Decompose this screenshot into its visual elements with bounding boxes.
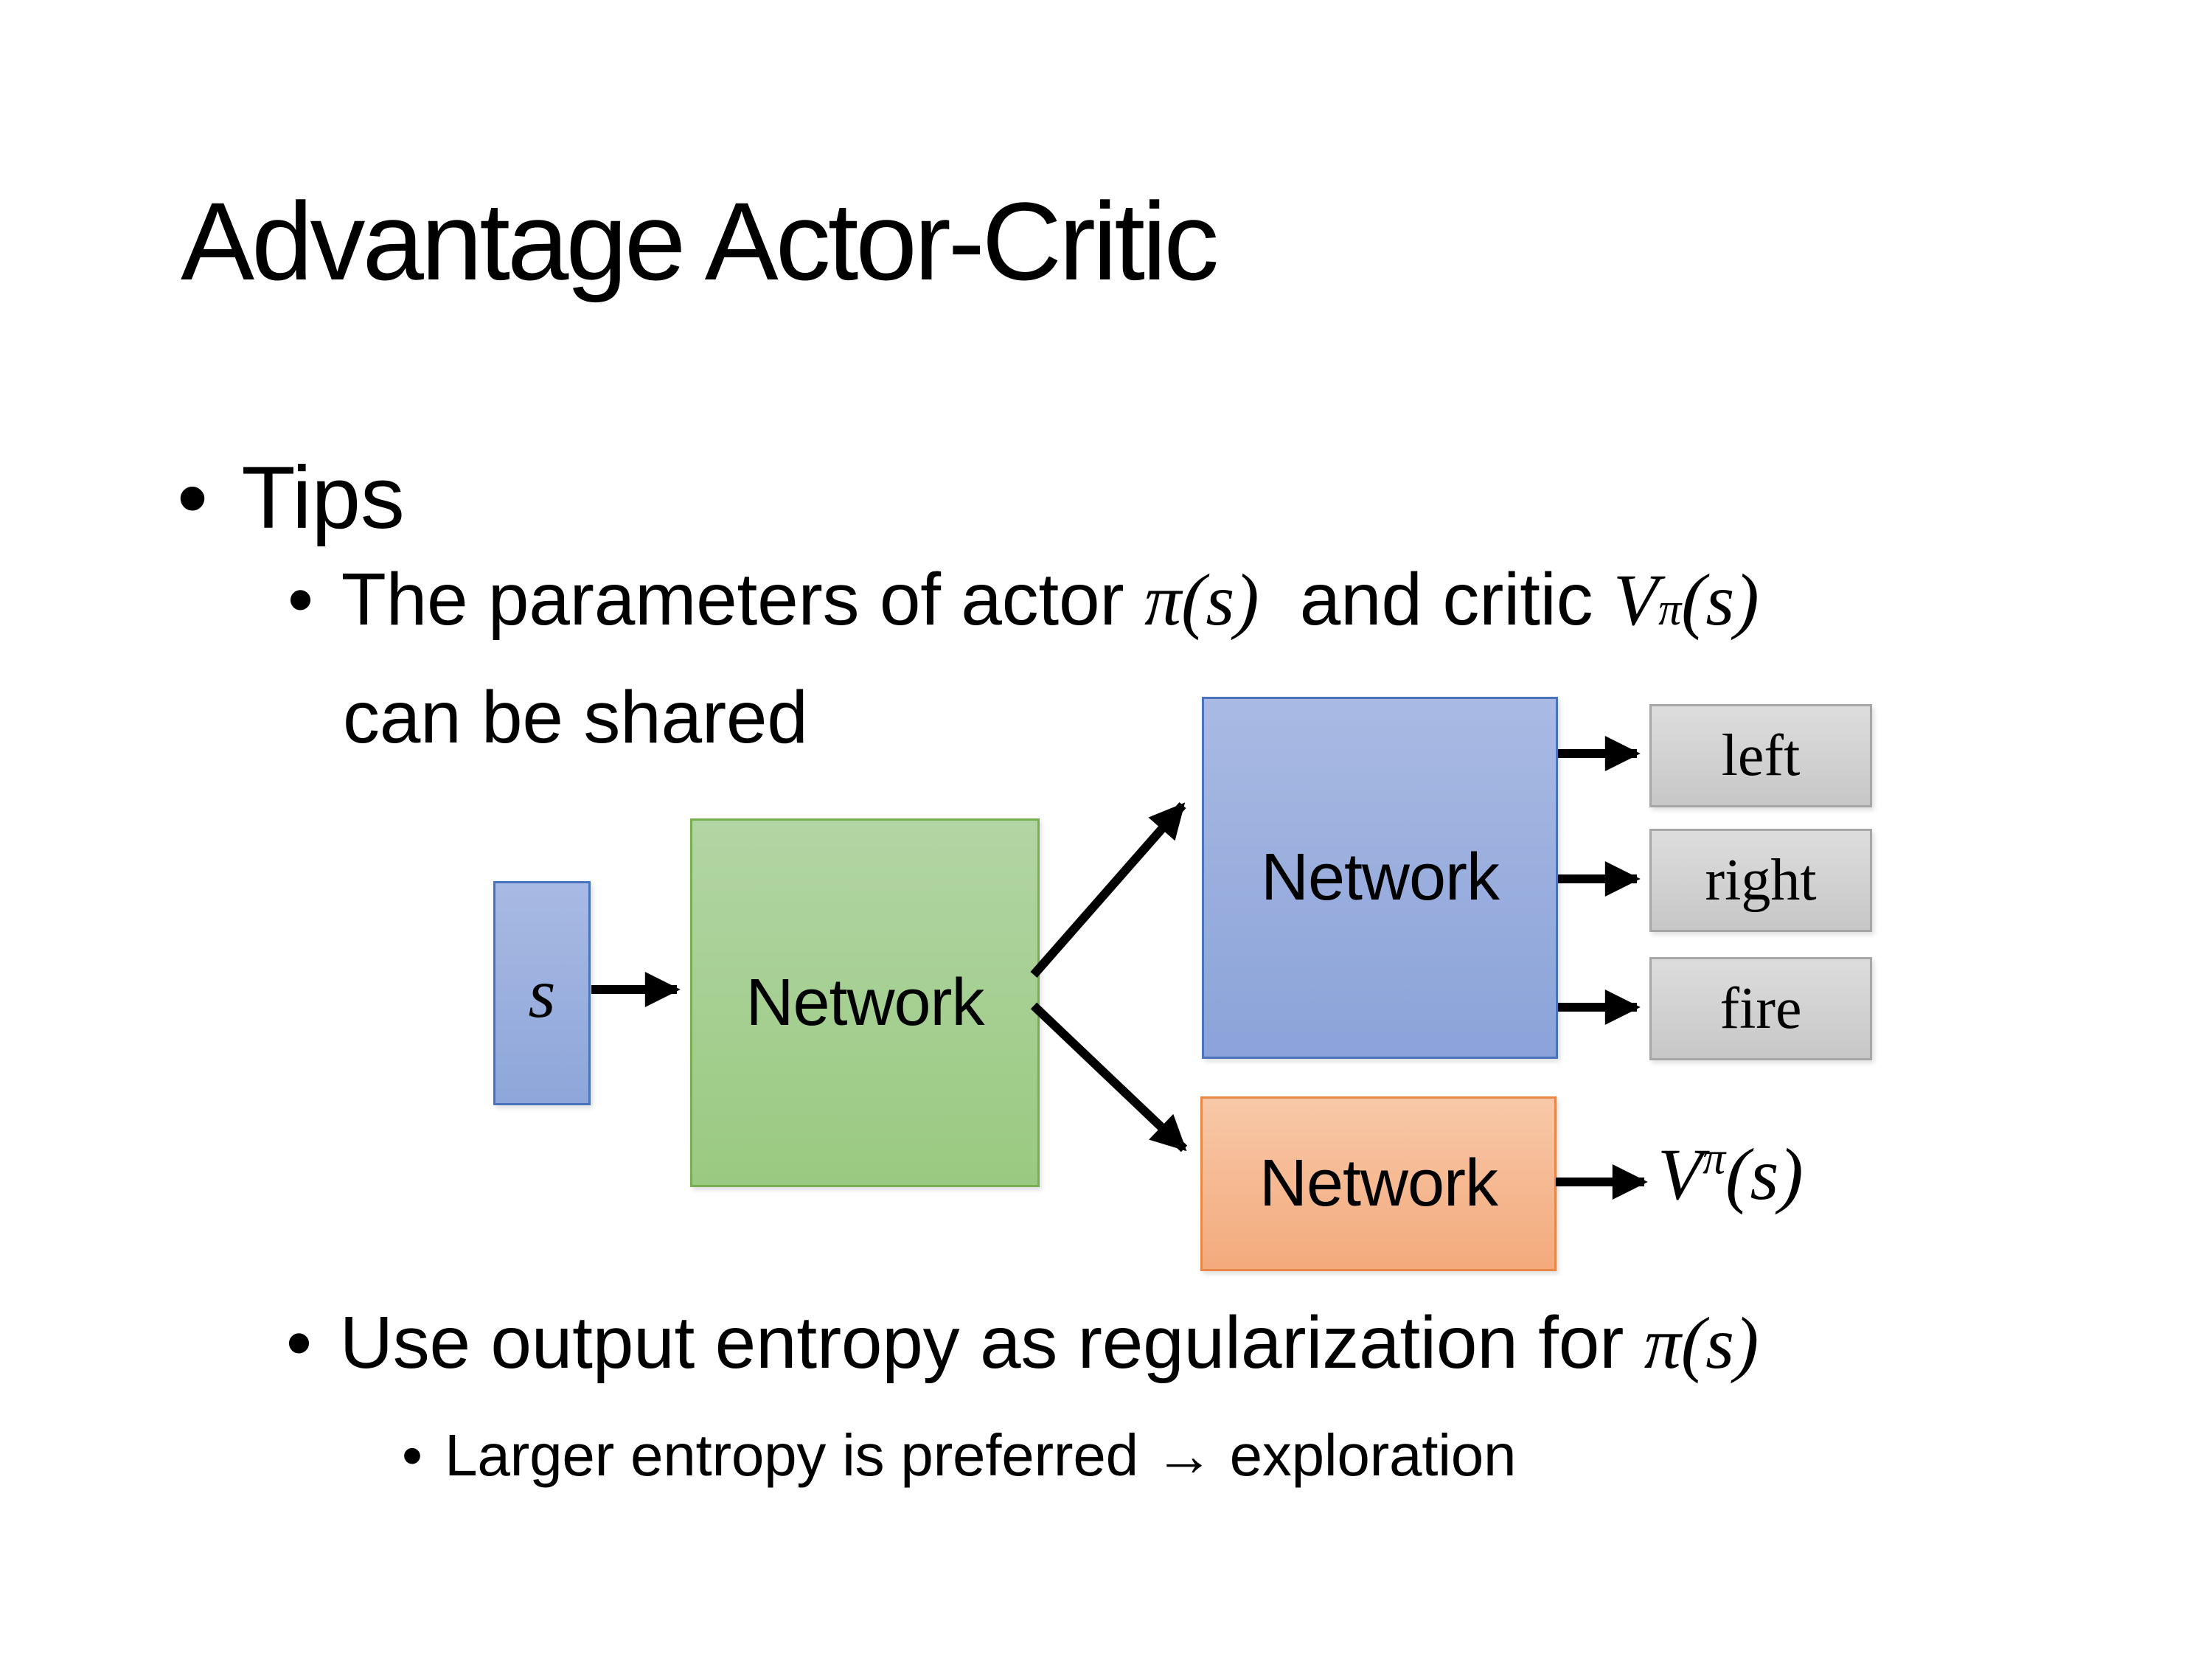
action-box-left: left bbox=[1649, 704, 1872, 807]
shared-tip-text-line2: can be shared bbox=[343, 676, 808, 759]
action-label-right: right bbox=[1705, 847, 1817, 913]
actor-policy-math: π(s) bbox=[1144, 559, 1259, 641]
action-label-left: left bbox=[1721, 723, 1801, 788]
action-box-fire: fire bbox=[1649, 957, 1872, 1060]
shared-tip-text-start: The parameters of actor bbox=[341, 558, 1144, 641]
value-output-label: Vπ(s) bbox=[1658, 1133, 1804, 1211]
actor-network-label: Network bbox=[1260, 841, 1500, 914]
bullet-marker: • bbox=[288, 558, 313, 641]
bullet-marker: • bbox=[286, 1301, 312, 1384]
page-title: Advantage Actor-Critic bbox=[181, 179, 1219, 303]
bullet-text-tips: Tips bbox=[241, 448, 405, 547]
bullet-marker: • bbox=[402, 1422, 422, 1488]
arrow-shared-to-actor-network bbox=[1030, 802, 1186, 978]
bullet-line-exploration: • Larger entropy is preferred → explorat… bbox=[402, 1422, 1517, 1488]
value-math-superscript: π bbox=[1703, 1133, 1726, 1184]
shared-network-label: Network bbox=[745, 965, 984, 1040]
bullet-line-entropy-regularization: • Use output entropy as regularization f… bbox=[286, 1306, 1759, 1380]
critic-value-math-base: V bbox=[1613, 559, 1659, 641]
critic-network-box: Network bbox=[1200, 1096, 1557, 1271]
critic-network-label: Network bbox=[1259, 1147, 1498, 1220]
arrow-shared-to-critic-network bbox=[1030, 1002, 1188, 1152]
action-box-right: right bbox=[1649, 829, 1872, 932]
entropy-policy-math: π(s) bbox=[1644, 1302, 1759, 1384]
shared-network-box: Network bbox=[690, 818, 1040, 1187]
bullet-line-shared-parameters: • The parameters of actor π(s) and criti… bbox=[288, 558, 1759, 641]
exploration-tip-text: Larger entropy is preferred → exploratio… bbox=[445, 1422, 1517, 1488]
state-label: s bbox=[528, 954, 556, 1032]
entropy-tip-text: Use output entropy as regularization for bbox=[339, 1301, 1644, 1384]
action-label-fire: fire bbox=[1719, 975, 1802, 1041]
actor-network-box: Network bbox=[1202, 697, 1558, 1059]
state-input-box: s bbox=[493, 881, 591, 1105]
critic-value-math-argument: (s) bbox=[1681, 559, 1759, 641]
value-math-base: V bbox=[1658, 1133, 1703, 1215]
value-math-argument: (s) bbox=[1725, 1133, 1804, 1215]
bullet-marker: • bbox=[177, 448, 208, 547]
bullet-line-tips: • Tips bbox=[177, 453, 405, 542]
shared-tip-text-middle: and critic bbox=[1259, 558, 1613, 641]
bullet-line-shared-parameters-continued: can be shared bbox=[343, 681, 808, 754]
